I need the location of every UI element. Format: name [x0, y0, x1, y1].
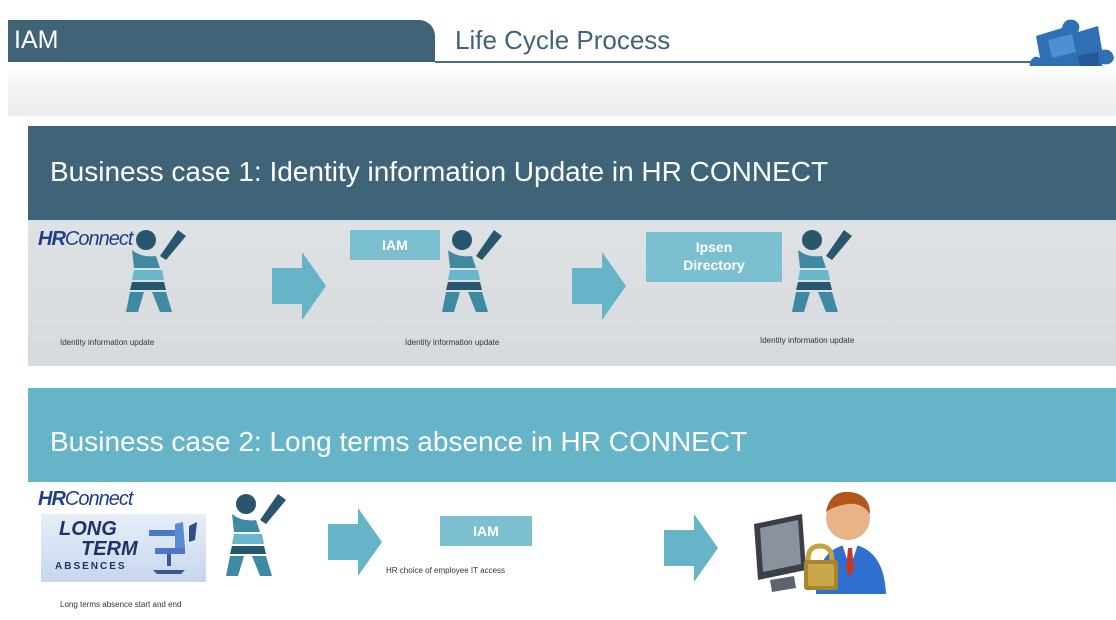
ipsen-directory-line2: Directory [683, 257, 745, 273]
ipsen-directory-box: Ipsen Directory [646, 232, 782, 282]
step-caption: Identity information update [405, 338, 500, 347]
header-gradient-bar [8, 66, 1116, 116]
hrconnect-logo-rest: Connect [64, 488, 133, 510]
case2-panel [28, 482, 1116, 620]
step-caption: Long terms absence start and end [60, 600, 182, 609]
step-caption: HR choice of employee IT access [386, 566, 506, 575]
arrow-right-icon [664, 514, 718, 582]
hrconnect-logo: HRConnect [38, 228, 133, 251]
badge-line1: LONG [59, 518, 117, 540]
header-tab: IAM [8, 20, 435, 62]
header-tab-label: IAM [14, 26, 59, 54]
person-icon [792, 230, 852, 312]
step-caption: Identity information update [760, 336, 855, 345]
hrconnect-logo-rest: Connect [64, 228, 133, 250]
case2-title: Business case 2: Long terms absence in H… [50, 426, 748, 457]
case1-banner: Business case 1: Identity information Up… [28, 126, 1116, 220]
iam-box: IAM [440, 516, 532, 546]
long-term-absences-badge: LONG TERM ABSENCES [41, 514, 206, 582]
badge-line3: ABSENCES [55, 561, 127, 572]
hrconnect-logo: HRConnect [38, 488, 133, 511]
ipsen-directory-line1: Ipsen [695, 239, 733, 255]
case2-banner: Business case 2: Long terms absence in H… [28, 388, 1116, 482]
arrow-right-icon [572, 252, 626, 320]
case1-title: Business case 1: Identity information Up… [50, 156, 829, 187]
arrow-right-icon [272, 252, 326, 320]
page-title: Life Cycle Process [455, 25, 671, 55]
badge-line2: TERM [81, 538, 138, 560]
header-underline [435, 61, 1063, 63]
hrconnect-logo-bold: HR [38, 228, 66, 250]
iam-box: IAM [350, 230, 440, 260]
step-caption: Identity information update [60, 338, 155, 347]
locked-computer-user-icon [754, 491, 886, 594]
hrconnect-logo-bold: HR [38, 488, 66, 510]
iam-box-label: IAM [473, 523, 499, 539]
person-icon [442, 230, 502, 312]
office-chair-icon [149, 522, 197, 574]
person-icon [226, 494, 286, 576]
arrow-right-icon [328, 508, 382, 576]
iam-box-label: IAM [382, 237, 408, 253]
person-icon [126, 230, 186, 312]
